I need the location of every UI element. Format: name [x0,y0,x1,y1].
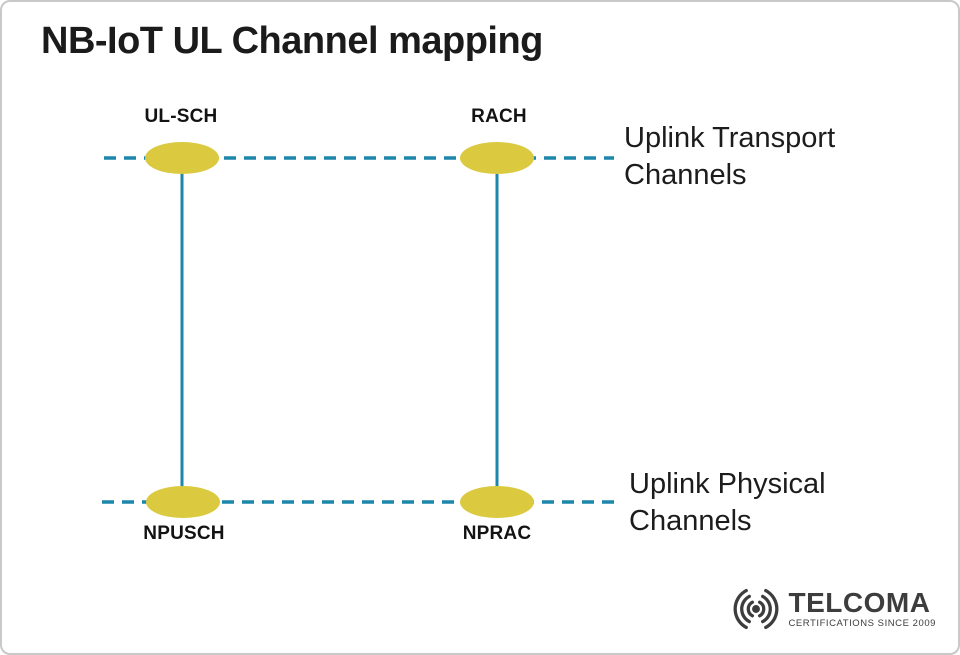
node-label-ulsch: UL-SCH [144,106,218,127]
node-ulsch [145,142,219,174]
logo-tagline: CERTIFICATIONS SINCE 2009 [788,617,936,629]
node-nprac [460,486,534,518]
node-label-npusch: NPUSCH [143,523,225,544]
node-label-nprac: NPRAC [462,523,532,544]
transport-row-label: Uplink Transport Channels [624,122,836,191]
node-label-rach: RACH [471,106,527,127]
node-npusch [146,486,220,518]
telcoma-logo: TELCOMA CERTIFICATIONS SINCE 2009 [727,586,937,632]
logo-name: TELCOMA [788,586,931,618]
radio-waves-icon [733,588,778,630]
physical-row-label: Uplink Physical Channels [629,468,826,537]
logo-text: TELCOMA CERTIFICATIONS SINCE 2009 [788,586,937,629]
page-title: NB-IoT UL Channel mapping [41,20,543,62]
node-rach [460,142,534,174]
